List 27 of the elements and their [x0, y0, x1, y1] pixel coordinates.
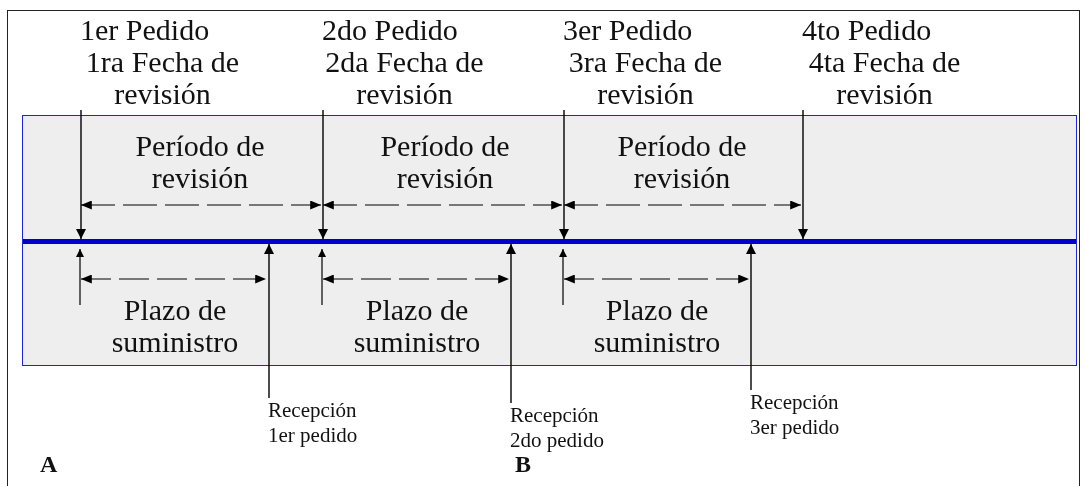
- interval-label: Período de revisión: [134, 130, 266, 194]
- reception-label: Recepción 3er pedido: [750, 390, 865, 440]
- arrow: [798, 109, 808, 240]
- interval-label: Plazo de suministro: [592, 294, 722, 358]
- arrow: [76, 109, 86, 240]
- reception-label: Recepción 2do pedido: [510, 403, 625, 453]
- arrow: [318, 109, 328, 240]
- interval-label: Plazo de suministro: [110, 294, 240, 358]
- review-date-label: 3ra Fecha de revisión: [567, 46, 724, 110]
- arrow: [746, 243, 756, 391]
- order-label: 4to Pedido: [802, 14, 933, 46]
- order-label: 2do Pedido: [322, 14, 459, 46]
- order-label: 3er Pedido: [563, 14, 694, 46]
- reception-label: Recepción 1er pedido: [268, 398, 383, 448]
- timeline-band: [22, 115, 1077, 366]
- interval-label: Plazo de suministro: [352, 294, 482, 358]
- order-label: 1er Pedido: [80, 14, 211, 46]
- arrow: [264, 243, 274, 399]
- review-date-label: 2da Fecha de revisión: [324, 46, 485, 110]
- review-date-label: 1ra Fecha de revisión: [84, 46, 241, 110]
- interval-label: Período de revisión: [616, 130, 748, 194]
- review-date-label: 4ta Fecha de revisión: [807, 46, 962, 110]
- interval-label: Período de revisión: [379, 130, 511, 194]
- arrow: [506, 243, 516, 404]
- panel-letter: B: [515, 450, 531, 479]
- arrow: [559, 109, 569, 240]
- panel-letter: A: [40, 450, 58, 479]
